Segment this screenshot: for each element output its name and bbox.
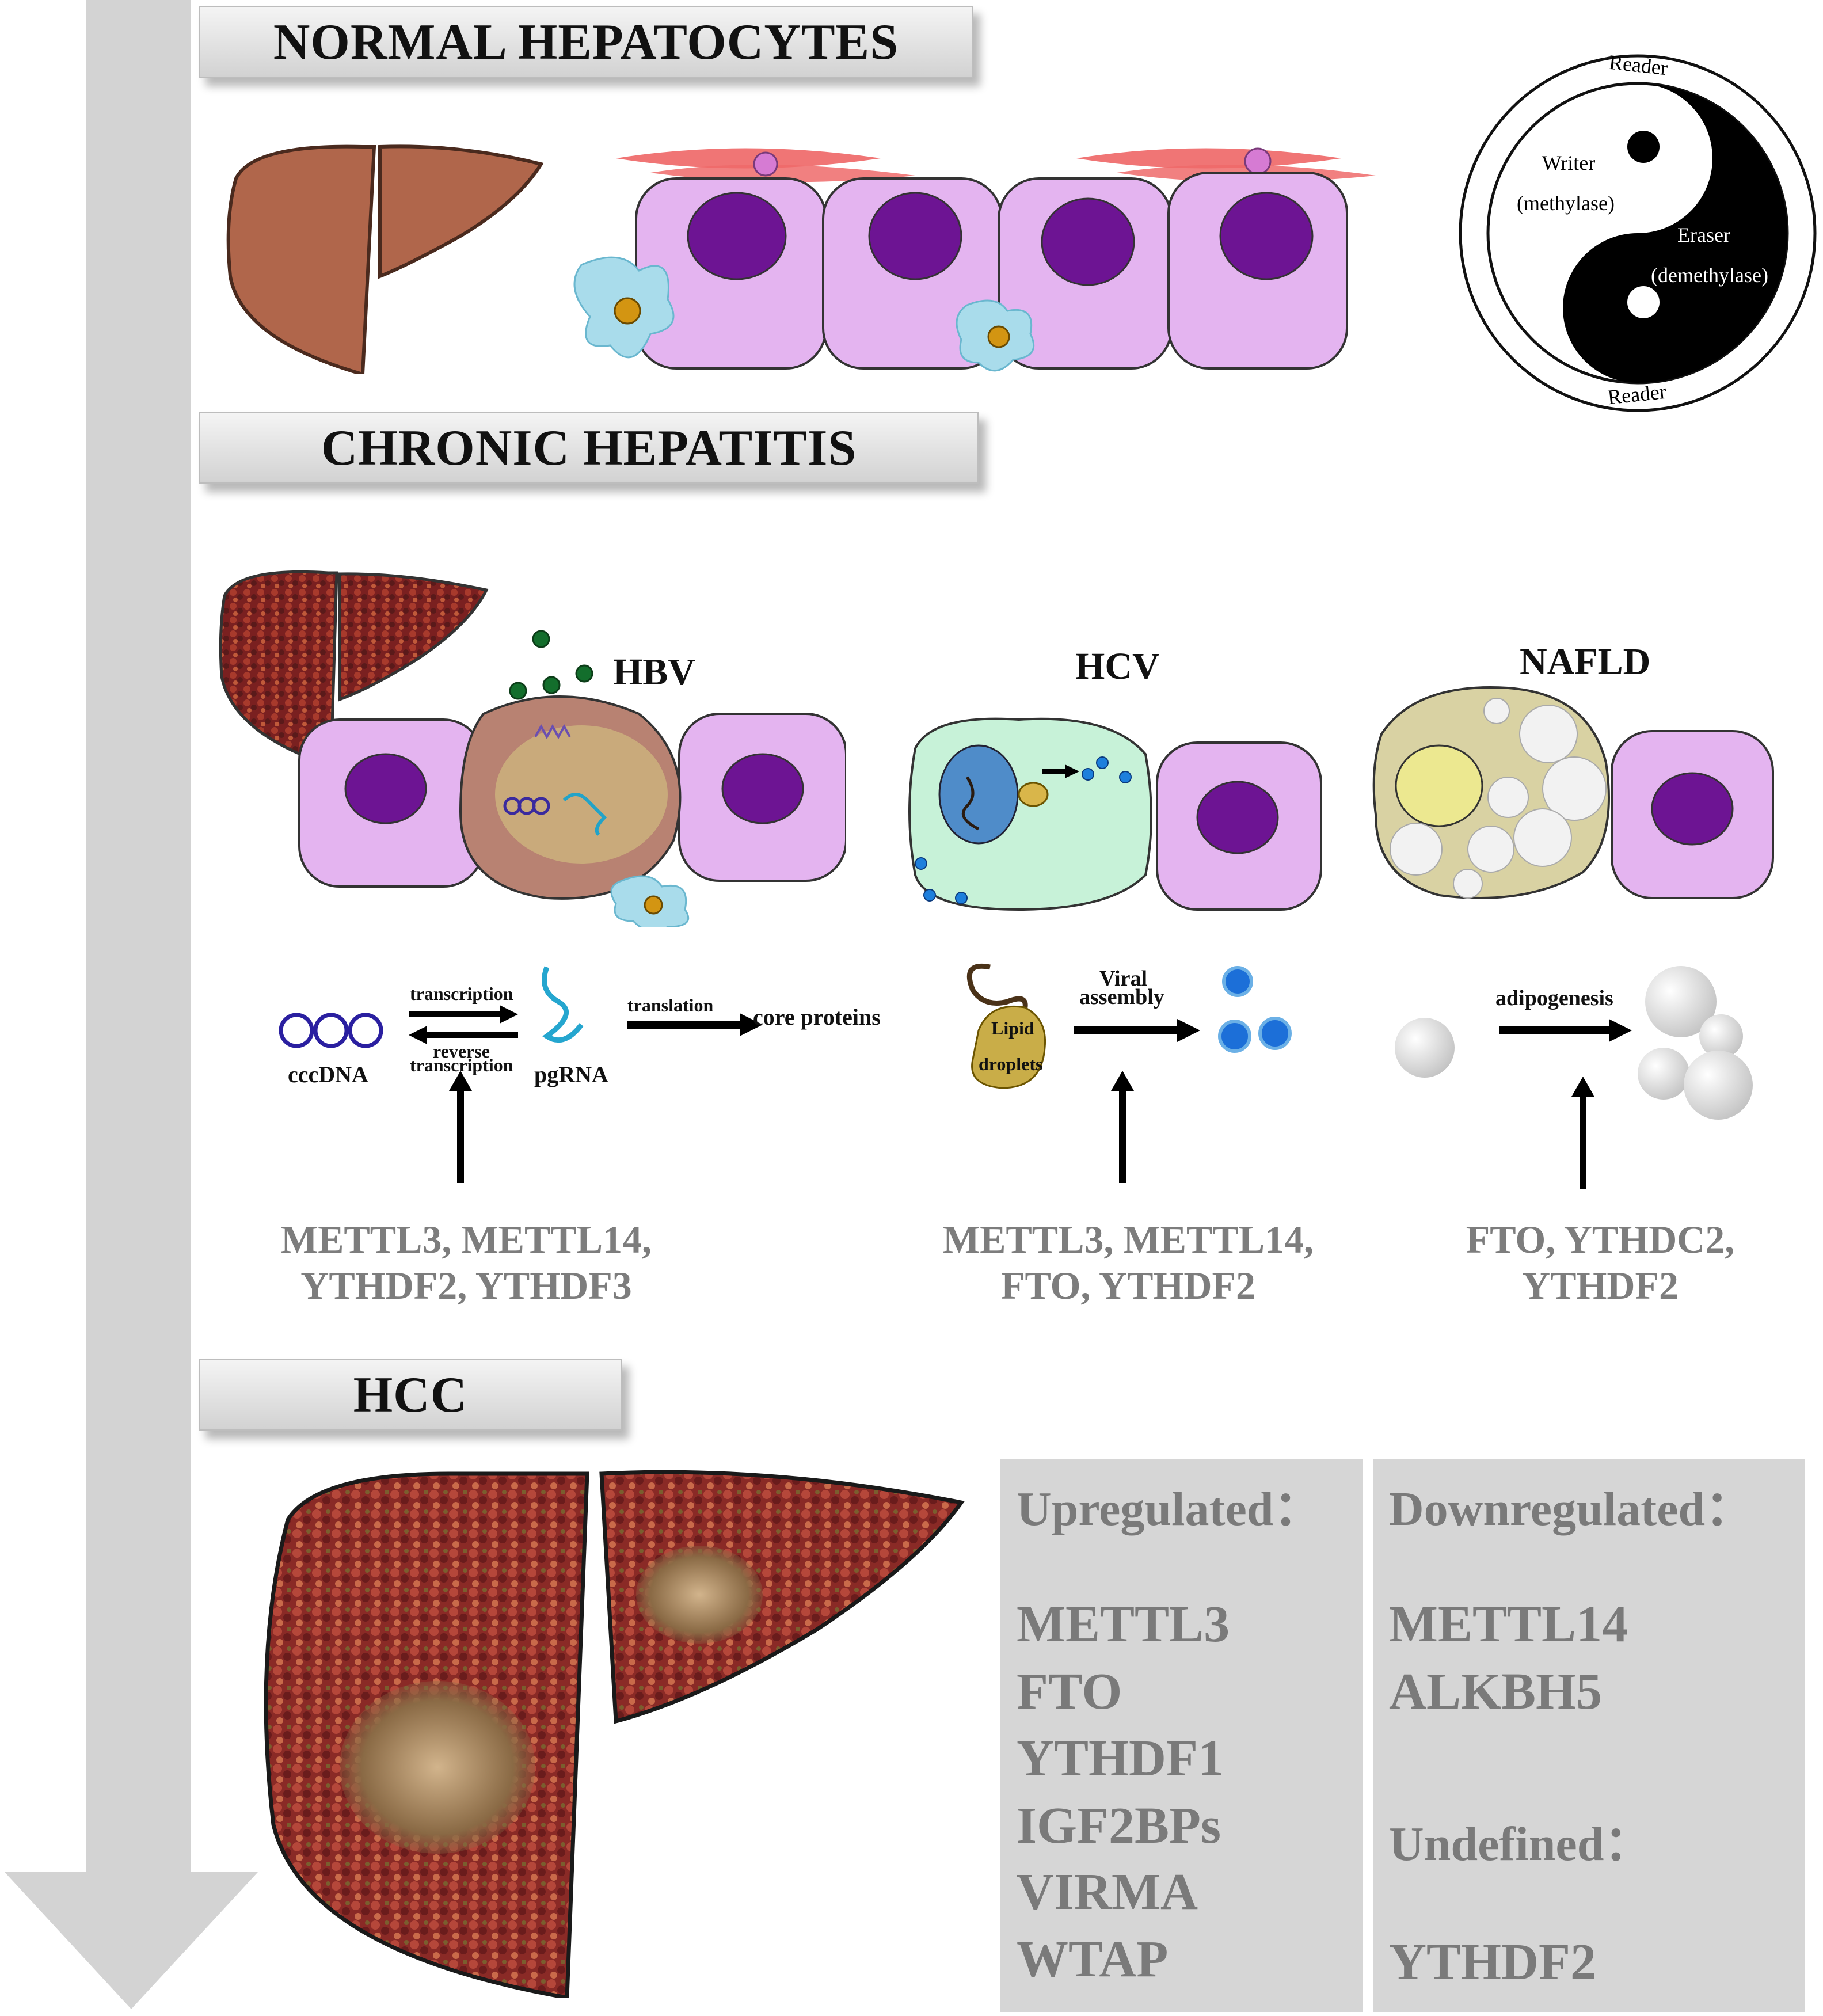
stage-banner-normal: NORMAL HEPATOCYTES: [199, 6, 973, 78]
cccdna-label: cccDNA: [288, 1062, 368, 1087]
stage-banner-chronic: CHRONIC HEPATITIS: [199, 412, 979, 484]
up-item: VIRMA: [1017, 1863, 1198, 1920]
downregulated-panel: Downregulated： METTL14 ALKBH5 Undefined：…: [1373, 1459, 1805, 2012]
stage-title-normal: NORMAL HEPATOCYTES: [273, 14, 899, 70]
nafld-enzymes-line1: FTO, YTHDC2,: [1466, 1218, 1735, 1261]
hcv-cells-illustration: [908, 717, 1322, 911]
hcv-enzymes: METTL3, METTL14, FTO, YTHDF2: [938, 1216, 1318, 1309]
fibrotic-liver-illustration: [219, 570, 489, 768]
down-item: METTL14: [1389, 1596, 1628, 1653]
viral-label: Viral: [1099, 967, 1148, 991]
upregulated-title: Upregulated：: [1017, 1482, 1322, 1536]
nafld-cells-illustration: [1372, 686, 1774, 899]
up-item: WTAP: [1017, 1931, 1169, 1988]
down-item: ALKBH5: [1389, 1663, 1603, 1720]
eraser-label: Eraser: [1677, 223, 1730, 246]
downregulated-title: Downregulated：: [1389, 1482, 1754, 1536]
assembly-label: assembly: [1079, 985, 1164, 1009]
hcv-enzymes-line1: METTL3, METTL14,: [942, 1218, 1314, 1261]
hcv-enzymes-line2: FTO, YTHDF2: [1000, 1264, 1256, 1307]
up-item: FTO: [1017, 1663, 1122, 1720]
writer-sub-label: (methylase): [1517, 192, 1615, 215]
hcv-label: HCV: [1075, 645, 1160, 687]
translation-label: translation: [627, 995, 714, 1015]
up-item: IGF2BPs: [1017, 1797, 1221, 1854]
adipogenesis-label: adipogenesis: [1495, 986, 1613, 1010]
writer-label: Writer: [1542, 151, 1596, 174]
hbv-enzymes: METTL3, METTL14, YTHDF2, YTHDF3: [276, 1216, 656, 1309]
eraser-sub-label: (demethylase): [1651, 264, 1768, 287]
nafld-label: NAFLD: [1520, 641, 1651, 683]
hcc-liver-illustration: [264, 1470, 965, 1998]
stage-title-chronic: CHRONIC HEPATITIS: [321, 420, 857, 476]
upregulated-panel: Upregulated： METTL3 FTO YTHDF1 IGF2BPs V…: [1000, 1459, 1363, 2012]
hcv-pathway-diagram: [966, 963, 1292, 1183]
nafld-enzymes: FTO, YTHDC2, YTHDF2: [1416, 1216, 1784, 1309]
stage-title-hcc: HCC: [353, 1367, 468, 1423]
normal-hepatocytes-illustration: [573, 147, 1376, 372]
hbv-label: HBV: [613, 651, 696, 693]
pgrna-label: pgRNA: [534, 1062, 608, 1087]
up-item: YTHDF1: [1017, 1730, 1224, 1787]
undefined-title: Undefined：: [1389, 1817, 1653, 1871]
nafld-enzymes-line2: YTHDF2: [1522, 1264, 1679, 1307]
reverse-label: reverse: [433, 1041, 490, 1062]
hbv-enzymes-line1: METTL3, METTL14,: [280, 1218, 652, 1261]
hbv-cells-illustration: [298, 630, 846, 927]
normal-liver-illustration: [226, 144, 544, 374]
progression-arrow: [5, 0, 258, 2009]
lipid-label: Lipid: [991, 1018, 1034, 1039]
nafld-pathway-diagram: [1395, 966, 1753, 1189]
yin-yang-diagram: Reader Reader Writer (methylase) Eraser …: [1459, 51, 1817, 412]
up-item: METTL3: [1017, 1596, 1230, 1653]
stage-banner-hcc: HCC: [199, 1359, 622, 1431]
transcription-label: transcription: [410, 983, 513, 1004]
hbv-enzymes-line2: YTHDF2, YTHDF3: [300, 1264, 632, 1307]
core-proteins-label: core proteins: [753, 1004, 881, 1030]
undefined-item: YTHDF2: [1389, 1934, 1596, 1991]
hbv-pathway-diagram: [279, 966, 763, 1183]
reverse-transcription-label: transcription: [410, 1055, 513, 1075]
droplets-label: droplets: [979, 1053, 1043, 1074]
